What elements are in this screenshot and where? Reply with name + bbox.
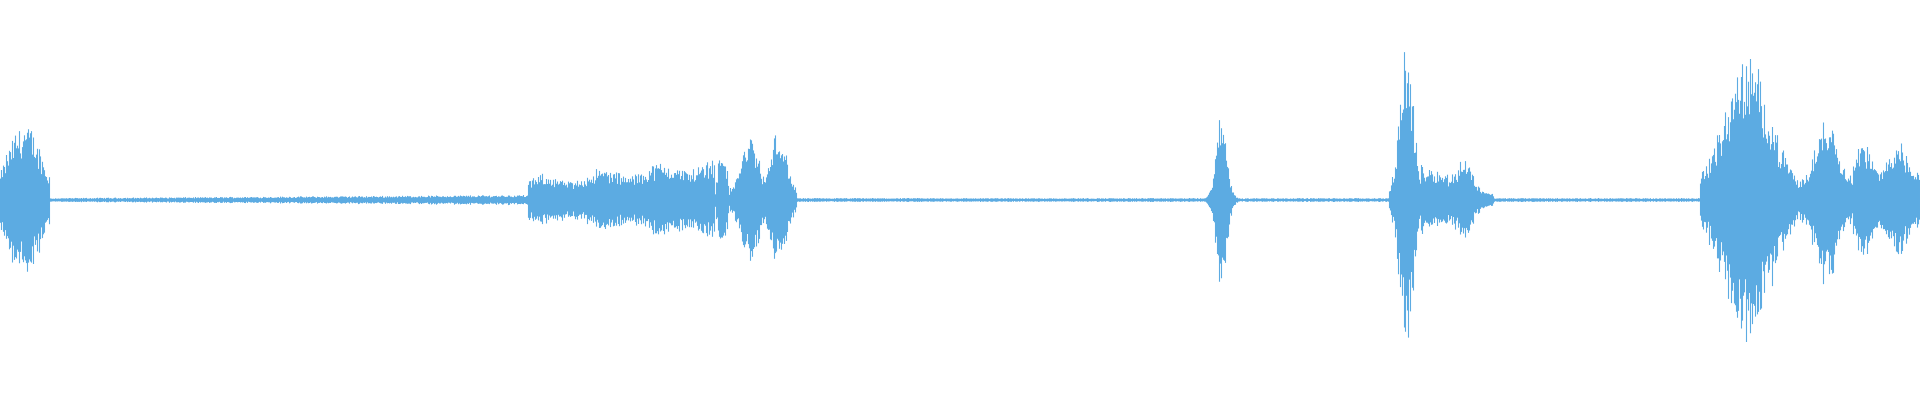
waveform-bars <box>0 52 1920 342</box>
